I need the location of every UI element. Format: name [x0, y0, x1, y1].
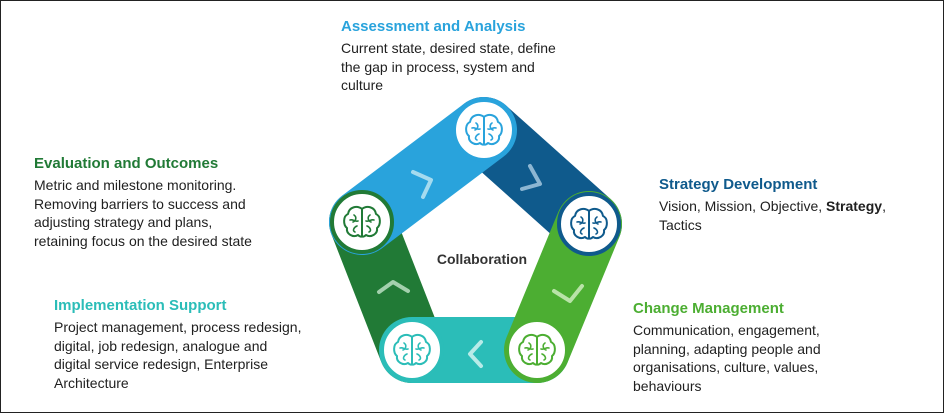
evaluation-block: Evaluation and Outcomes Metric and miles… — [34, 155, 252, 250]
evaluation-line: Metric and milestone monitoring. — [34, 177, 237, 193]
evaluation-description: Metric and milestone monitoring. Removin… — [34, 176, 252, 250]
strategy-title: Strategy Development — [659, 176, 818, 193]
change-node — [505, 318, 569, 382]
assessment-node — [452, 98, 516, 162]
strategy-line-text: Vision, Mission, Objective, — [659, 198, 823, 214]
implementation-node — [380, 318, 444, 382]
strategy-line: Tactics — [659, 216, 702, 233]
assessment-line: Current state, desired state, define — [341, 40, 556, 56]
implementation-line: digital, job redesign, analogue and — [54, 337, 268, 354]
implementation-line: Project management, process redesign, — [54, 319, 302, 335]
assessment-line: the gap in process, system and — [341, 58, 535, 75]
implementation-title: Implementation Support — [54, 297, 227, 314]
implementation-line: Architecture — [54, 374, 129, 391]
change-line: behaviours — [633, 377, 702, 394]
strategy-block: Strategy Development Vision, Mission, Ob… — [659, 176, 886, 234]
evaluation-line: adjusting strategy and plans, — [34, 214, 213, 230]
strategy-line: Vision, Mission, Objective, Strategy, — [659, 197, 886, 216]
center-label: Collaboration — [437, 251, 527, 267]
strategy-node — [557, 192, 621, 256]
chevron-up-icon — [377, 280, 410, 294]
change-line: planning, adapting people and — [633, 340, 821, 357]
implementation-block: Implementation Support Project managemen… — [54, 297, 301, 392]
change-title: Change Management — [633, 300, 784, 317]
evaluation-title: Evaluation and Outcomes — [34, 155, 219, 172]
assessment-description: Current state, desired state, define the… — [341, 39, 556, 95]
assessment-block: Assessment and Analysis Current state, d… — [341, 18, 556, 95]
evaluation-line: Removing barriers to success and — [34, 195, 246, 212]
implementation-description: Project management, process redesign, di… — [54, 318, 301, 392]
change-block: Change Management Communication, engagem… — [633, 300, 821, 395]
strategy-description: Vision, Mission, Objective, Strategy, Ta… — [659, 197, 886, 234]
strategy-line-punct: , — [882, 198, 886, 214]
evaluation-node — [330, 190, 394, 254]
assessment-title: Assessment and Analysis — [341, 18, 526, 35]
chevron-down-icon — [552, 284, 584, 303]
change-line: organisations, culture, values, — [633, 359, 819, 375]
evaluation-line: retaining focus on the desired state — [34, 232, 252, 249]
chevron-down-icon — [520, 164, 542, 191]
implementation-line: digital service redesign, Enterprise — [54, 356, 268, 372]
chevron-right-icon — [411, 170, 433, 199]
change-description: Communication, engagement, planning, ada… — [633, 321, 821, 395]
change-line: Communication, engagement, — [633, 322, 820, 338]
chevron-left-icon — [468, 340, 483, 368]
assessment-line: culture — [341, 77, 384, 93]
strategy-emphasis: Strategy — [826, 198, 883, 214]
